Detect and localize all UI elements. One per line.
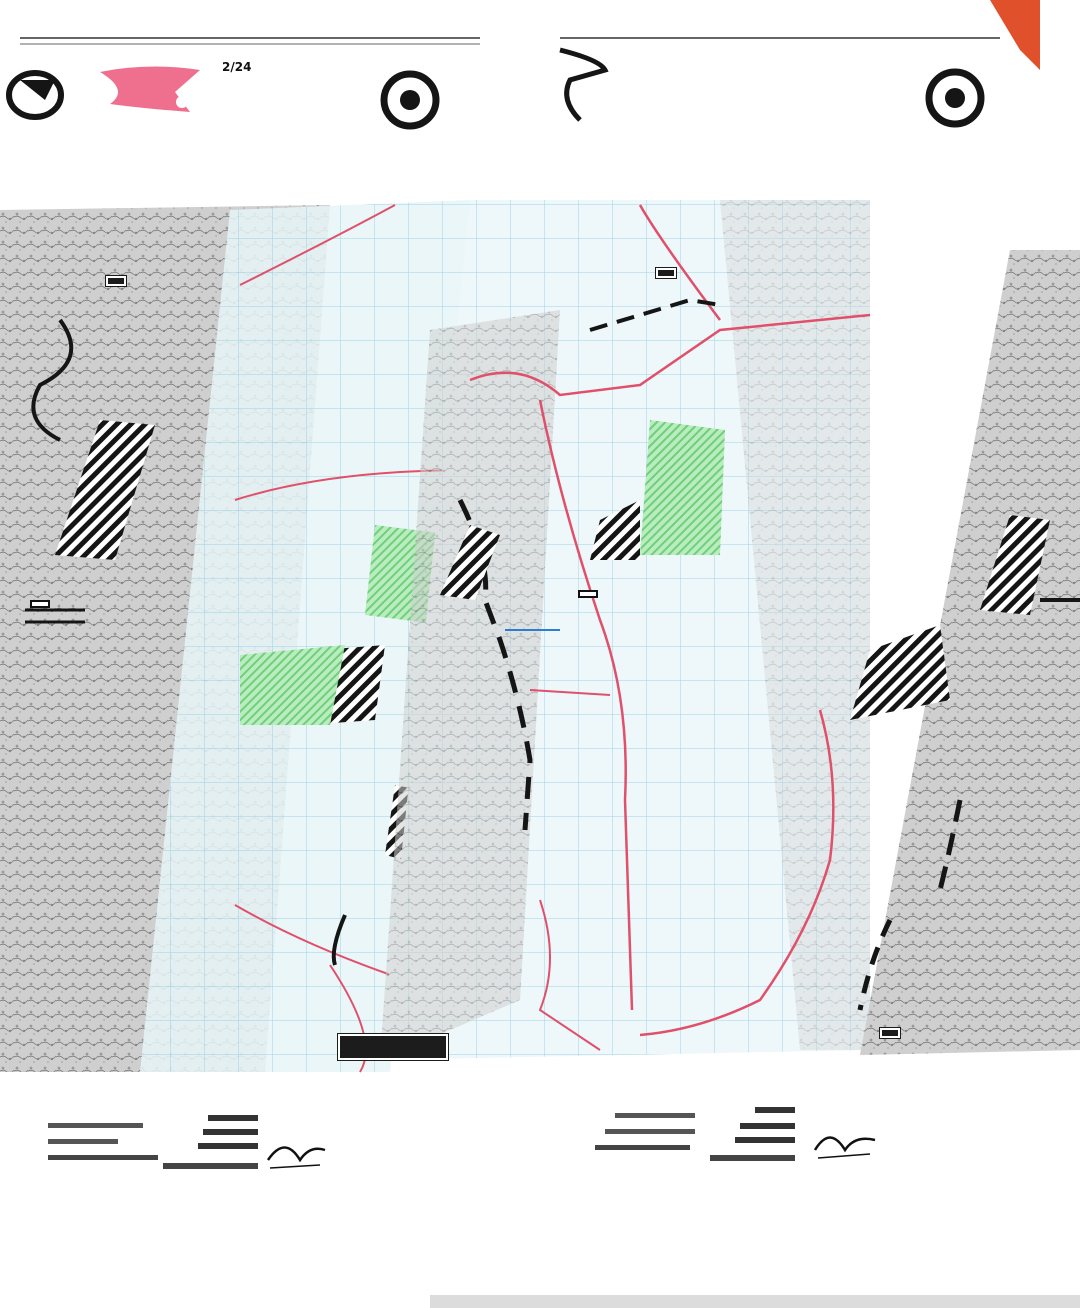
- left-header-rule: [20, 37, 480, 45]
- left-signature-lines: [48, 1115, 258, 1169]
- flag-icon: [990, 0, 1040, 70]
- compass-rose-icon: [380, 70, 440, 130]
- signature-icon: [266, 1146, 326, 1169]
- left-map-bottom-label: [337, 1033, 449, 1061]
- left-signature-block: [48, 1115, 268, 1178]
- left-map-label: [105, 275, 127, 287]
- left-page-number: 2/24: [222, 60, 252, 74]
- compass-rose-icon: [925, 68, 985, 128]
- left-map-label-box: [30, 600, 50, 608]
- coat-of-arms-icon: [6, 70, 64, 120]
- right-map-label-box: [578, 590, 598, 598]
- flag-icon: [100, 66, 200, 112]
- right-map-label: [655, 267, 677, 279]
- right-map-bottom-label: [879, 1027, 901, 1039]
- right-map-sheet: [380, 200, 1080, 1060]
- signature-icon: [813, 1136, 876, 1159]
- right-signature-lines: [595, 1107, 795, 1161]
- coat-of-arms-icon: [559, 47, 609, 122]
- right-signature-block: [595, 1105, 815, 1172]
